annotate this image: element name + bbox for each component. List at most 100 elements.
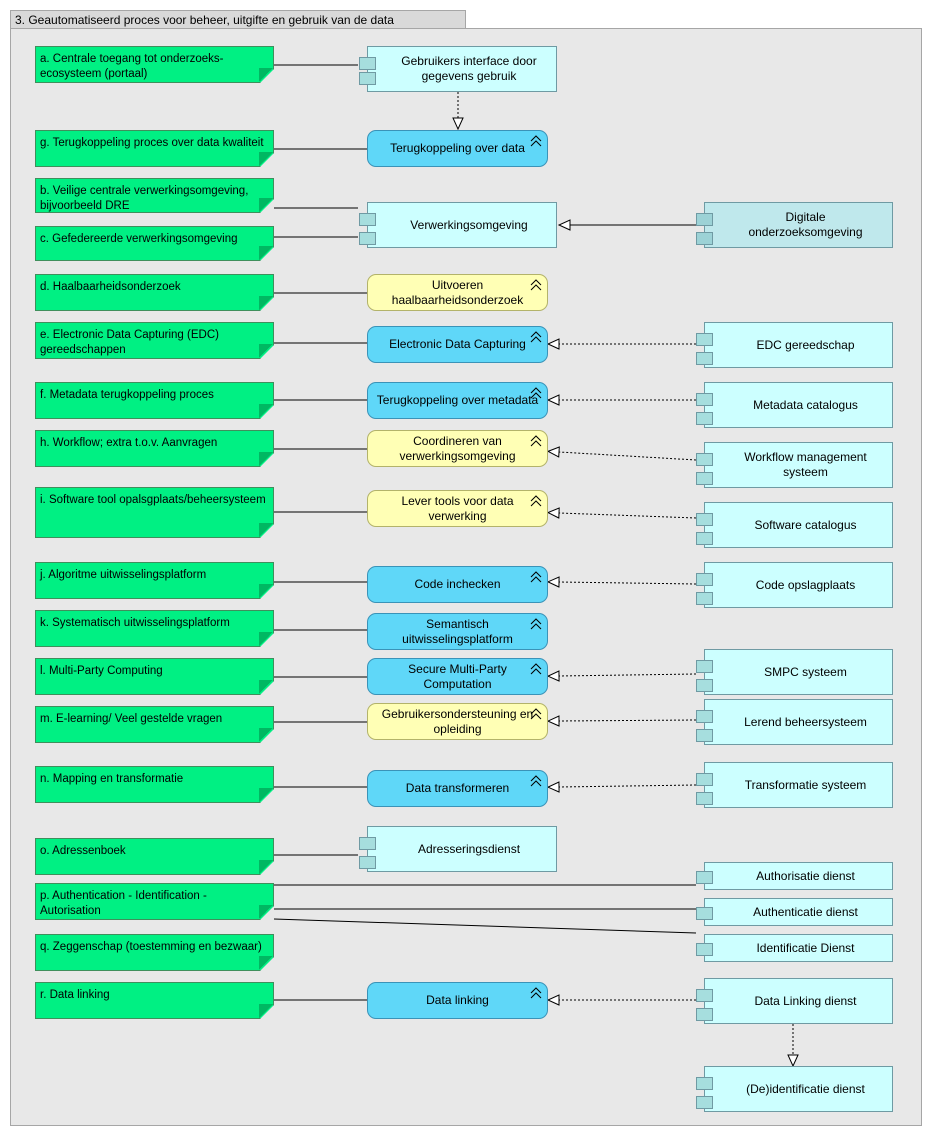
- process-icon: [530, 618, 542, 630]
- note-p[interactable]: p. Authentication - Identification - Aut…: [35, 883, 274, 920]
- note-f[interactable]: f. Metadata terugkoppeling proces: [35, 382, 274, 419]
- component-deidentificatie-dienst[interactable]: (De)identificatie dienst: [696, 1066, 893, 1112]
- component-adresseringsdienst[interactable]: Adresseringsdienst: [359, 826, 557, 872]
- note-k[interactable]: k. Systematisch uitwisselingsplatform: [35, 610, 274, 647]
- process-icon: [530, 663, 542, 675]
- process-icon: [530, 435, 542, 447]
- component-label: Lerend beheersysteem: [744, 714, 867, 729]
- component-label: Code opslagplaats: [755, 577, 856, 592]
- service-label: Semantisch uitwisselingsplatform: [402, 616, 513, 646]
- component-metadata-catalogus[interactable]: Metadata catalogus: [696, 382, 893, 428]
- service-code-inchecken[interactable]: Code inchecken: [367, 566, 548, 603]
- component-digitale-onderzoeksomgeving[interactable]: Digitale onderzoeksomgeving: [696, 202, 893, 248]
- note-h[interactable]: h. Workflow; extra t.o.v. Aanvragen: [35, 430, 274, 467]
- component-code-opslagplaats[interactable]: Code opslagplaats: [696, 562, 893, 608]
- component-label: Software catalogus: [754, 517, 857, 532]
- component-port-icon: [696, 1077, 713, 1090]
- service-label: Uitvoeren haalbaarheidsonderzoek: [391, 277, 524, 307]
- component-workflow-management[interactable]: Workflow management systeem: [696, 442, 893, 488]
- component-label: Transformatie systeem: [744, 777, 867, 792]
- note-a[interactable]: a. Centrale toegang tot onderzoeks- ecos…: [35, 46, 274, 83]
- service-lever-tools[interactable]: Lever tools voor data verwerking: [367, 490, 548, 527]
- process-icon: [530, 387, 542, 399]
- component-port-icon: [696, 1096, 713, 1109]
- view-title-tab[interactable]: 3. Geautomatiseerd proces voor beheer, u…: [10, 10, 466, 28]
- component-label: (De)identificatie dienst: [746, 1081, 865, 1096]
- process-icon: [530, 708, 542, 720]
- process-icon: [530, 775, 542, 787]
- note-c[interactable]: c. Gefedereerde verwerkingsomgeving: [35, 226, 274, 261]
- note-b[interactable]: b. Veilige centrale verwerkingsomgeving,…: [35, 178, 274, 213]
- component-port-icon: [696, 871, 713, 884]
- note-d[interactable]: d. Haalbaarheidsonderzoek: [35, 274, 274, 311]
- component-verwerkingsomgeving[interactable]: Verwerkingsomgeving: [359, 202, 557, 248]
- component-data-linking-dienst[interactable]: Data Linking dienst: [696, 978, 893, 1024]
- component-identificatie-dienst[interactable]: Identificatie Dienst: [696, 934, 893, 962]
- component-label: Metadata catalogus: [753, 397, 858, 412]
- component-port-icon: [696, 679, 713, 692]
- component-authenticatie-dienst[interactable]: Authenticatie dienst: [696, 898, 893, 926]
- service-data-linking[interactable]: Data linking: [367, 982, 548, 1019]
- note-g[interactable]: g. Terugkoppeling proces over data kwali…: [35, 130, 274, 167]
- component-transformatie-systeem[interactable]: Transformatie systeem: [696, 762, 893, 808]
- component-port-icon: [696, 333, 713, 346]
- component-port-icon: [696, 213, 713, 226]
- service-label: Data transformeren: [405, 781, 510, 795]
- component-label: Data Linking dienst: [754, 993, 857, 1008]
- component-port-icon: [696, 513, 713, 526]
- service-haalbaarheidsonderzoek[interactable]: Uitvoeren haalbaarheidsonderzoek: [367, 274, 548, 311]
- service-label: Terugkoppeling over data: [390, 141, 525, 155]
- component-software-catalogus[interactable]: Software catalogus: [696, 502, 893, 548]
- component-port-icon: [696, 989, 713, 1002]
- component-port-icon: [696, 660, 713, 673]
- component-port-icon: [359, 837, 376, 850]
- note-q[interactable]: q. Zeggenschap (toestemming en bezwaar): [35, 934, 274, 971]
- service-label: Electronic Data Capturing: [389, 337, 526, 351]
- service-coordineren[interactable]: Coordineren van verwerkingsomgeving: [367, 430, 548, 467]
- service-label: Gebruikersondersteuning en opleiding: [381, 706, 534, 736]
- note-j[interactable]: j. Algoritme uitwisselingsplatform: [35, 562, 274, 599]
- service-label: Secure Multi-Party Computation: [408, 661, 507, 691]
- component-port-icon: [696, 1008, 713, 1021]
- note-r[interactable]: r. Data linking: [35, 982, 274, 1019]
- component-port-icon: [696, 532, 713, 545]
- component-gebruikers-interface[interactable]: Gebruikers interface door gegevens gebru…: [359, 46, 557, 92]
- component-label: Adresseringsdienst: [417, 841, 521, 856]
- component-label: SMPC systeem: [764, 664, 847, 679]
- process-icon: [530, 331, 542, 343]
- service-electronic-data-capturing[interactable]: Electronic Data Capturing: [367, 326, 548, 363]
- component-smpc-systeem[interactable]: SMPC systeem: [696, 649, 893, 695]
- component-lerend-beheersysteem[interactable]: Lerend beheersysteem: [696, 699, 893, 745]
- component-port-icon: [696, 592, 713, 605]
- component-port-icon: [696, 352, 713, 365]
- component-port-icon: [696, 393, 713, 406]
- service-semantisch-uitwisselingsplatform[interactable]: Semantisch uitwisselingsplatform: [367, 613, 548, 650]
- component-port-icon: [359, 72, 376, 85]
- note-i[interactable]: i. Software tool opalsgplaats/beheersyst…: [35, 487, 274, 538]
- process-icon: [530, 987, 542, 999]
- component-label: Digitale onderzoeksomgeving: [748, 210, 863, 239]
- process-icon: [530, 571, 542, 583]
- component-label: Verwerkingsomgeving: [410, 217, 528, 232]
- component-port-icon: [696, 710, 713, 723]
- component-port-icon: [696, 412, 713, 425]
- note-o[interactable]: o. Adressenboek: [35, 838, 274, 875]
- service-terugkoppeling-metadata[interactable]: Terugkoppeling over metadata: [367, 382, 548, 419]
- note-e[interactable]: e. Electronic Data Capturing (EDC) geree…: [35, 322, 274, 359]
- service-label: Terugkoppeling over metadata: [376, 393, 539, 407]
- component-label: Gebruikers interface door gegevens gebru…: [401, 54, 537, 83]
- service-secure-multi-party-computation[interactable]: Secure Multi-Party Computation: [367, 658, 548, 695]
- service-label: Lever tools voor data verwerking: [401, 493, 514, 523]
- service-data-transformeren[interactable]: Data transformeren: [367, 770, 548, 807]
- service-terugkoppeling-data[interactable]: Terugkoppeling over data: [367, 130, 548, 167]
- note-n[interactable]: n. Mapping en transformatie: [35, 766, 274, 803]
- service-gebruikersondersteuning[interactable]: Gebruikersondersteuning en opleiding: [367, 703, 548, 740]
- component-port-icon: [696, 792, 713, 805]
- component-edc-gereedschap[interactable]: EDC gereedschap: [696, 322, 893, 368]
- note-m[interactable]: m. E-learning/ Veel gestelde vragen: [35, 706, 274, 743]
- component-authorisatie-dienst[interactable]: Authorisatie dienst: [696, 862, 893, 890]
- note-l[interactable]: l. Multi-Party Computing: [35, 658, 274, 695]
- process-icon: [530, 495, 542, 507]
- component-port-icon: [696, 943, 713, 956]
- component-port-icon: [696, 453, 713, 466]
